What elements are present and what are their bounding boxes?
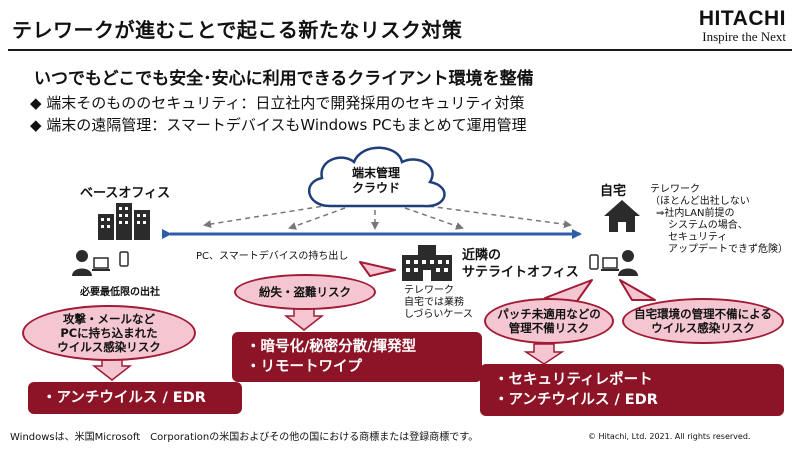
bullet-item: ◆ 端末の遠隔管理：スマートデバイスもWindows PCもまとめて運用管理 xyxy=(30,116,527,134)
home-note-line: システムの場合、 xyxy=(668,220,748,231)
risk-bubble-attack: 攻撃・メールなど PCに持ち込まれた ウイルス感染リスク xyxy=(22,305,196,361)
solution-text: ・暗号化/秘密分散/揮発型 xyxy=(246,339,417,355)
risk-text: PCに持ち込まれた xyxy=(60,326,158,340)
title-divider xyxy=(8,49,792,51)
cloud-label: 端末管理 クラウド xyxy=(340,166,412,196)
risk-text: ウイルス感染リスク xyxy=(57,340,161,354)
solution-text: ・アンチウイルス / EDR xyxy=(42,390,206,406)
solution-box-encryption: ・暗号化/秘密分散/揮発型 ・リモートワイプ xyxy=(232,332,482,382)
risk-bubble-loss: 紛失・盗難リスク xyxy=(234,274,376,310)
risk-text: パッチ未適用などの xyxy=(497,307,601,321)
trademark-footnote: Windowsは、米国Microsoft Corporationの米国およびその… xyxy=(10,432,479,443)
copyright-notice: © Hitachi, Ltd. 2021. All rights reserve… xyxy=(588,432,751,441)
logo-tagline: Inspire the Next xyxy=(702,29,786,44)
risk-text: 自宅環境の管理不備による xyxy=(634,307,772,321)
solution-text: ・アンチウイルス / EDR xyxy=(494,392,658,408)
home-callout-tail xyxy=(619,279,656,301)
risk-text: ウイルス感染リスク xyxy=(651,321,755,335)
cloud-shape xyxy=(307,146,446,208)
home-note-line: （ほとんど出社しない xyxy=(650,196,750,207)
headline: いつでもどこでも安全･安心に利用できるクライアント環境を整備 xyxy=(34,69,534,89)
management-lines xyxy=(203,204,572,230)
home-note: テレワーク （ほとんど出社しない ⇒社内LAN前提の システムの場合、 セキュリ… xyxy=(650,184,788,256)
home-note-line: セキュリティ xyxy=(668,232,728,243)
solution-text: ・セキュリティレポート xyxy=(494,372,653,388)
cloud-label-line: クラウド xyxy=(351,181,400,195)
satellite-office-icon xyxy=(402,245,452,281)
satellite-label-line: 近隣の xyxy=(462,248,502,263)
home-note-line: テレワーク xyxy=(650,184,700,195)
bullet-item: ◆ 端末そのもののセキュリティ：日立社内で開発採用のセキュリティ対策 xyxy=(30,94,525,112)
home-note-line: アップデートできず危険） xyxy=(668,244,788,255)
solution-box-antivirus: ・アンチウイルス / EDR xyxy=(28,382,242,414)
page-title: テレワークが進むことで起こる新たなリスク対策 xyxy=(12,18,463,42)
satellite-note-line: 自宅では業務 xyxy=(404,297,464,308)
home-icon xyxy=(604,200,640,232)
satellite-note-line: しづらいケース xyxy=(404,309,473,320)
risk-text: 管理不備リスク xyxy=(508,321,590,335)
home-note-line: ⇒社内LAN前提の xyxy=(656,208,735,219)
risk-text: 攻撃・メールなど xyxy=(63,312,155,326)
satellite-note: テレワーク 自宅では業務 しづらいケース xyxy=(404,285,473,321)
risk-bubble-patch: パッチ未適用などの 管理不備リスク xyxy=(484,298,614,344)
base-office-label: ベースオフィス xyxy=(80,186,171,201)
satellite-label-line: サテライトオフィス xyxy=(462,265,579,280)
office-worker-icon xyxy=(72,250,129,276)
logo-name: HITACHI xyxy=(698,7,786,30)
base-office-caption: 必要最低限の出社 xyxy=(80,287,160,298)
solution-box-report: ・セキュリティレポート ・アンチウイルス / EDR xyxy=(480,364,784,416)
transit-label: PC、スマートデバイスの持ち出し xyxy=(196,251,349,262)
risk-text: 紛失・盗難リスク xyxy=(259,285,351,299)
risk-bubble-home: 自宅環境の管理不備による ウイルス感染リスク xyxy=(622,298,784,344)
solution-text: ・リモートワイプ xyxy=(246,359,362,375)
cloud-label-line: 端末管理 xyxy=(351,166,400,180)
satellite-note-line: テレワーク xyxy=(404,285,454,296)
satellite-office-label: 近隣の サテライトオフィス xyxy=(462,247,579,281)
office-building-icon xyxy=(98,203,150,240)
transit-callout-tail xyxy=(359,261,396,277)
home-worker-icon xyxy=(589,250,638,276)
home-label: 自宅 xyxy=(600,184,627,199)
hitachi-logo: HITACHI Inspire the Next xyxy=(699,8,786,44)
